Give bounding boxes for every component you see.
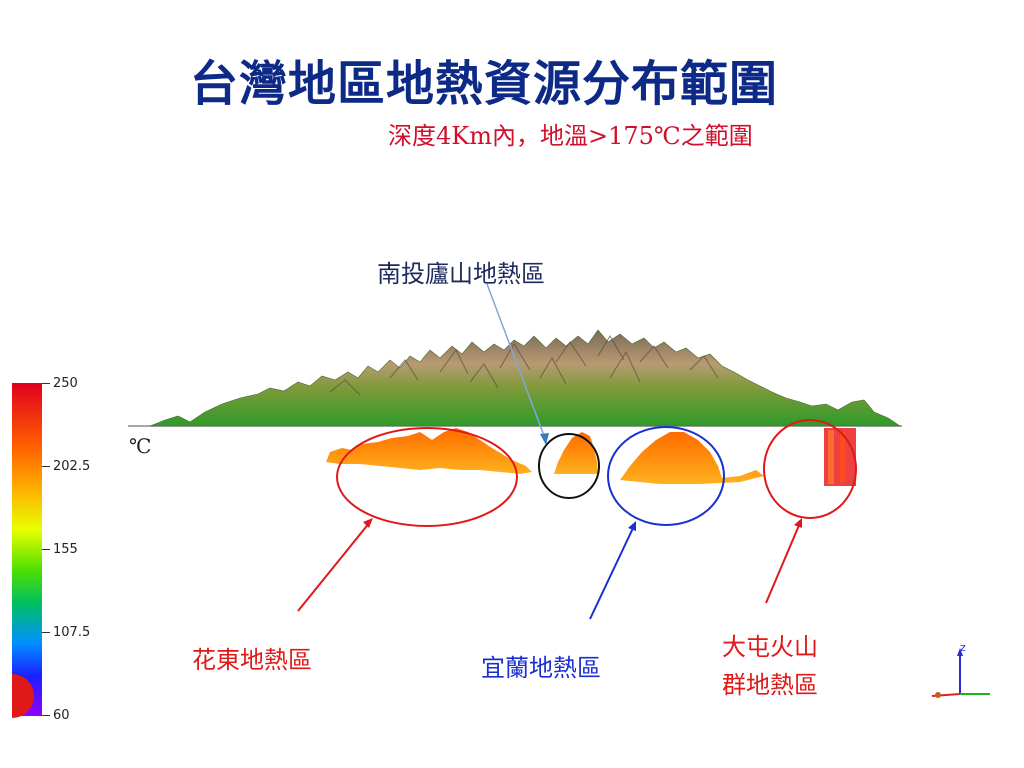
unit-label: ℃	[129, 434, 152, 458]
tatun-region-label-line2: 群地熱區	[722, 671, 818, 699]
scale-tick	[42, 715, 50, 716]
tatun-pointer-arrow	[765, 518, 802, 604]
tatun-heat-streak	[828, 430, 834, 484]
page-subtitle: 深度4Km內，地溫>175℃之範圍	[388, 122, 753, 150]
nantou-region-label: 南投廬山地熱區	[377, 260, 545, 288]
nantou-heat-body	[554, 432, 598, 474]
axis-gizmo-icon	[931, 648, 990, 698]
scale-tick-label: 250	[53, 376, 78, 391]
tatun-region-label: 大屯火山 群地熱區	[722, 628, 818, 704]
scale-tick-label: 155	[53, 542, 78, 557]
yilan-region-ellipse	[607, 426, 725, 526]
yilan-pointer-arrow	[589, 521, 636, 620]
scale-tick	[42, 383, 50, 384]
scale-tick-label: 107.5	[53, 625, 91, 640]
hualien-heat-body	[326, 428, 532, 474]
scale-tick	[42, 632, 50, 633]
hualien-pointer-arrow	[297, 518, 373, 612]
scale-tick-label: 60	[53, 708, 70, 723]
mountain-ridges	[329, 335, 719, 396]
mountain-terrain	[149, 329, 901, 427]
nantou-region-ellipse	[538, 433, 600, 499]
tatun-heat-streak	[840, 432, 845, 482]
page-title: 台灣地區地熱資源分布範圍	[190, 56, 779, 112]
nantou-pointer-arrow	[486, 283, 549, 445]
tatun-region-ellipse	[763, 419, 857, 519]
scale-marker-icon	[12, 674, 34, 718]
scale-tick	[42, 466, 50, 467]
yilan-heat-body	[620, 432, 764, 484]
temperature-color-scale	[12, 383, 42, 716]
scale-tick	[42, 549, 50, 550]
axis-z-label: z	[960, 641, 966, 654]
hualien-region-ellipse	[336, 427, 518, 527]
yilan-region-label: 宜蘭地熱區	[481, 654, 601, 682]
tatun-region-label-line1: 大屯火山	[722, 633, 818, 661]
hualien-region-label: 花東地熱區	[192, 646, 312, 674]
scale-tick-label: 202.5	[53, 459, 91, 474]
